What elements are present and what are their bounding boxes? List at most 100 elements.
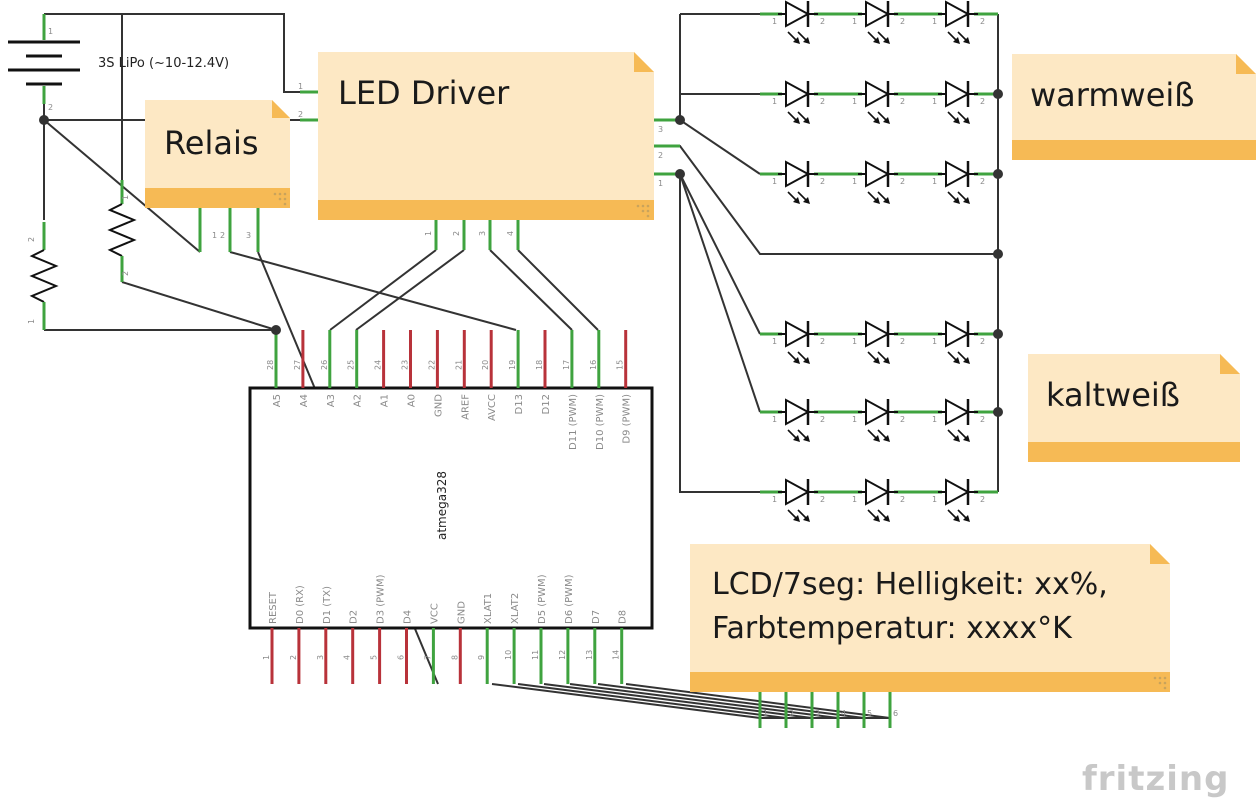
led-pin-2: 2 [900,415,905,424]
chip-bottom-pin-5: 5D3 (PWM) [370,574,387,684]
led-pin-1: 1 [852,415,857,424]
chip-top-pin-label: D11 (PWM) [568,394,579,450]
driver-bottom-pin-1: 1 [424,231,433,236]
driver-right-pin-2: 2 [658,151,663,160]
led-pin-2: 2 [820,17,825,26]
led-pin-2: 2 [980,177,985,186]
led-pin-2: 2 [900,17,905,26]
chip-bottom-pin-number: 14 [612,650,621,660]
chip-bottom-pin-number: 1 [262,655,271,660]
led-driver-label: LED Driver [338,74,510,112]
chip-bottom-pin-label: D2 [349,610,360,624]
chip-bottom-pin-number: 13 [585,650,594,660]
battery-pin-1: 1 [48,27,53,36]
chip-top-pin-15: 15 D9 (PWM) [616,330,633,444]
chip-top-pin-label: AREF [460,394,471,420]
chip-top-pin-number: 21 [454,360,463,370]
chip-bottom-pin-2: 2D0 (RX) [289,585,306,684]
led-pin-2: 2 [980,337,985,346]
chip-top-pin-number: 20 [481,360,490,370]
driver-right-pin-1: 1 [658,179,663,188]
led-pin-2: 2 [820,495,825,504]
led-pin-2: 2 [820,415,825,424]
chip-top-pin-number: 22 [427,360,436,370]
chip-top-pin-label: AVCC [487,394,498,421]
resistor-1: 2 1 [27,222,59,330]
lcd-pin-number: 1 [763,709,768,718]
led-pin-1: 1 [772,495,777,504]
led-pin-1: 1 [932,495,937,504]
warmweiss-note: warmweiß [1012,54,1256,160]
chip-bottom-pin-label: XLAT2 [510,593,521,624]
fritzing-logo: fritzing [1082,759,1229,799]
junctions [39,89,1003,417]
driver-bottom-pin-3: 3 [478,231,487,236]
resistor-1-pin-2: 2 [27,237,36,242]
chip-top-pin-number: 15 [616,360,625,370]
lcd-pin-1: 1 [758,692,768,728]
driver-right-pin-3: 3 [658,125,663,134]
resistor-1-pin-1: 1 [27,319,36,324]
lcd-pin-5: 5 [862,692,872,728]
lcd-pin-4: 4 [836,692,846,728]
chip-bottom-pin-label: D3 (PWM) [376,574,387,624]
chip-bottom-pin-number: 3 [316,655,325,660]
chip-bottom-pin-7: 7 VCC [423,603,440,684]
chip-bottom-pin-label: D1 (TX) [322,586,333,624]
led-pin-1: 1 [852,337,857,346]
driver-left-pin-2: 2 [298,110,303,119]
driver-left-pin-1: 1 [298,82,303,91]
led-pin-2: 2 [820,97,825,106]
chip-top-pin-number: 18 [535,360,544,370]
led-pin-1: 1 [772,97,777,106]
chip-bottom-pin-4: 4 D2 [343,610,360,684]
chip-top-pin-number: 19 [508,360,517,370]
led-pin-1: 1 [852,97,857,106]
chip-top-pin-number: 27 [293,360,302,370]
chip-bottom-pin-label: D4 [403,610,414,624]
chip-bottom-pin-label: D8 [618,610,629,624]
led-pin-1: 1 [772,415,777,424]
chip-bottom-pin-number: 12 [558,650,567,660]
chip-bottom-pin-label: VCC [429,603,440,624]
atmega328-chip: atmega328 28A527A426A325A224A123A022GND2… [248,330,654,684]
led-pin-2: 2 [900,337,905,346]
battery-symbol: 1 2 3S LiPo (~10-12.4V) [8,14,229,112]
led-pin-2: 2 [900,495,905,504]
led-pin-2: 2 [900,177,905,186]
led-pin-1: 1 [932,415,937,424]
led-pin-1: 1 [932,337,937,346]
chip-top-pin-label: D9 (PWM) [622,394,633,444]
chip-bottom-pin-number: 11 [531,650,540,660]
chip-bottom-pin-number: 7 [423,655,432,660]
chip-top-pin-label: A4 [299,394,310,407]
chip-bottom-pin-number: 9 [477,655,486,660]
led-driver-note: LED Driver 1 2 3 2 1 1 2 3 4 [298,52,680,250]
chip-bottom-pin-number: 4 [343,655,352,660]
